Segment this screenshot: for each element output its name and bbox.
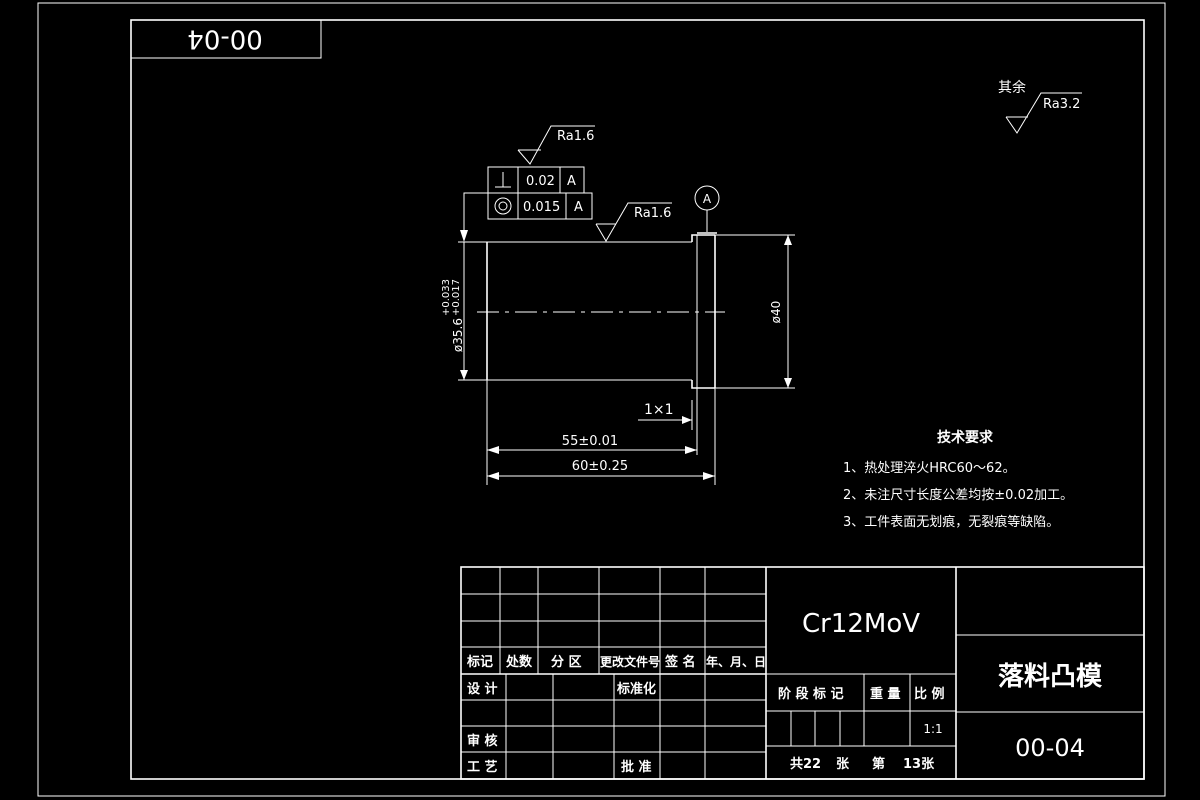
drawing-number-flipped: 00-04 — [187, 24, 263, 54]
dim-chamfer — [638, 400, 693, 430]
drawing-number-box — [130, 19, 322, 59]
part-outline — [458, 234, 795, 485]
dim-diameter-left-upper: +0.033 — [441, 279, 452, 316]
tb-material: Cr12MoV — [802, 609, 920, 639]
tech-requirement-2: 2、未注尺寸长度公差均按±0.02加工。 — [843, 487, 1073, 503]
roughness-top-symbol — [517, 125, 595, 165]
tol-conc-datum: A — [574, 200, 583, 215]
tech-requirement-1: 1、热处理淬火HRC60～62。 — [843, 461, 1016, 476]
tb-sheet-total: 共22 — [790, 756, 821, 772]
roughness-other-symbol — [1005, 92, 1082, 134]
dim-diameter-right — [784, 235, 792, 388]
tb-part-name: 落料凸模 — [998, 662, 1103, 692]
datum-a-label: A — [703, 192, 712, 206]
tb-drawing-number: 00-04 — [1015, 734, 1085, 762]
tb-header-change-doc: 更改文件号 — [600, 654, 660, 669]
tb-header-zone: 分 区 — [551, 654, 582, 670]
tb-review-label: 审 核 — [467, 733, 498, 749]
roughness-top-value: Ra1.6 — [557, 129, 594, 144]
roughness-other-label: 其余 — [998, 79, 1026, 96]
dim-chamfer-value: 1×1 — [644, 402, 674, 418]
dim-diameter-left-value: ø35.6 — [451, 318, 465, 352]
tb-process-label: 工 艺 — [467, 759, 498, 775]
tol-perp-datum: A — [567, 174, 576, 189]
roughness-left-symbol — [595, 202, 672, 242]
tb-scale-value: 1:1 — [923, 722, 942, 736]
tb-sheet-unit: 张 — [836, 757, 850, 772]
tech-requirements-title: 技术要求 — [937, 429, 994, 446]
concentricity-icon — [494, 197, 512, 215]
tb-sheet-no: 13张 — [903, 757, 935, 772]
tol-conc-value: 0.015 — [523, 200, 560, 215]
roughness-left-value: Ra1.6 — [634, 206, 671, 221]
dim-diameter-left-lower: +0.017 — [451, 279, 462, 316]
dim-length-inner — [487, 446, 697, 454]
tol-perp-value: 0.02 — [526, 174, 555, 189]
tb-header-mark: 标记 — [466, 654, 493, 670]
tb-header-count: 处数 — [505, 654, 533, 670]
dim-length-total — [487, 472, 715, 480]
roughness-other-value: Ra3.2 — [1043, 97, 1080, 112]
title-block-lines — [460, 566, 1145, 780]
tb-standardize-label: 标准化 — [616, 681, 656, 697]
outer-border — [37, 2, 1166, 797]
tb-weight-label: 重 量 — [870, 686, 901, 702]
tb-scale-label: 比 例 — [914, 686, 945, 702]
tb-header-signature: 签 名 — [664, 654, 696, 670]
dim-length-total-value: 60±0.25 — [572, 459, 628, 474]
dim-diameter-left — [460, 242, 468, 380]
dim-length-inner-value: 55±0.01 — [562, 434, 618, 449]
tb-design-label: 设 计 — [467, 681, 498, 697]
dim-diameter-right-value: ø40 — [769, 301, 783, 324]
tb-header-date: 年、月、日 — [706, 654, 766, 669]
tb-approve-label: 批 准 — [621, 759, 652, 775]
tolerance-frames — [460, 166, 593, 242]
tb-sheet-no-label: 第 — [872, 756, 885, 772]
tb-stage-mark-label: 阶 段 标 记 — [778, 686, 844, 702]
tech-requirement-3: 3、工件表面无划痕，无裂痕等缺陷。 — [843, 514, 1059, 530]
datum-a-symbol — [694, 185, 720, 234]
